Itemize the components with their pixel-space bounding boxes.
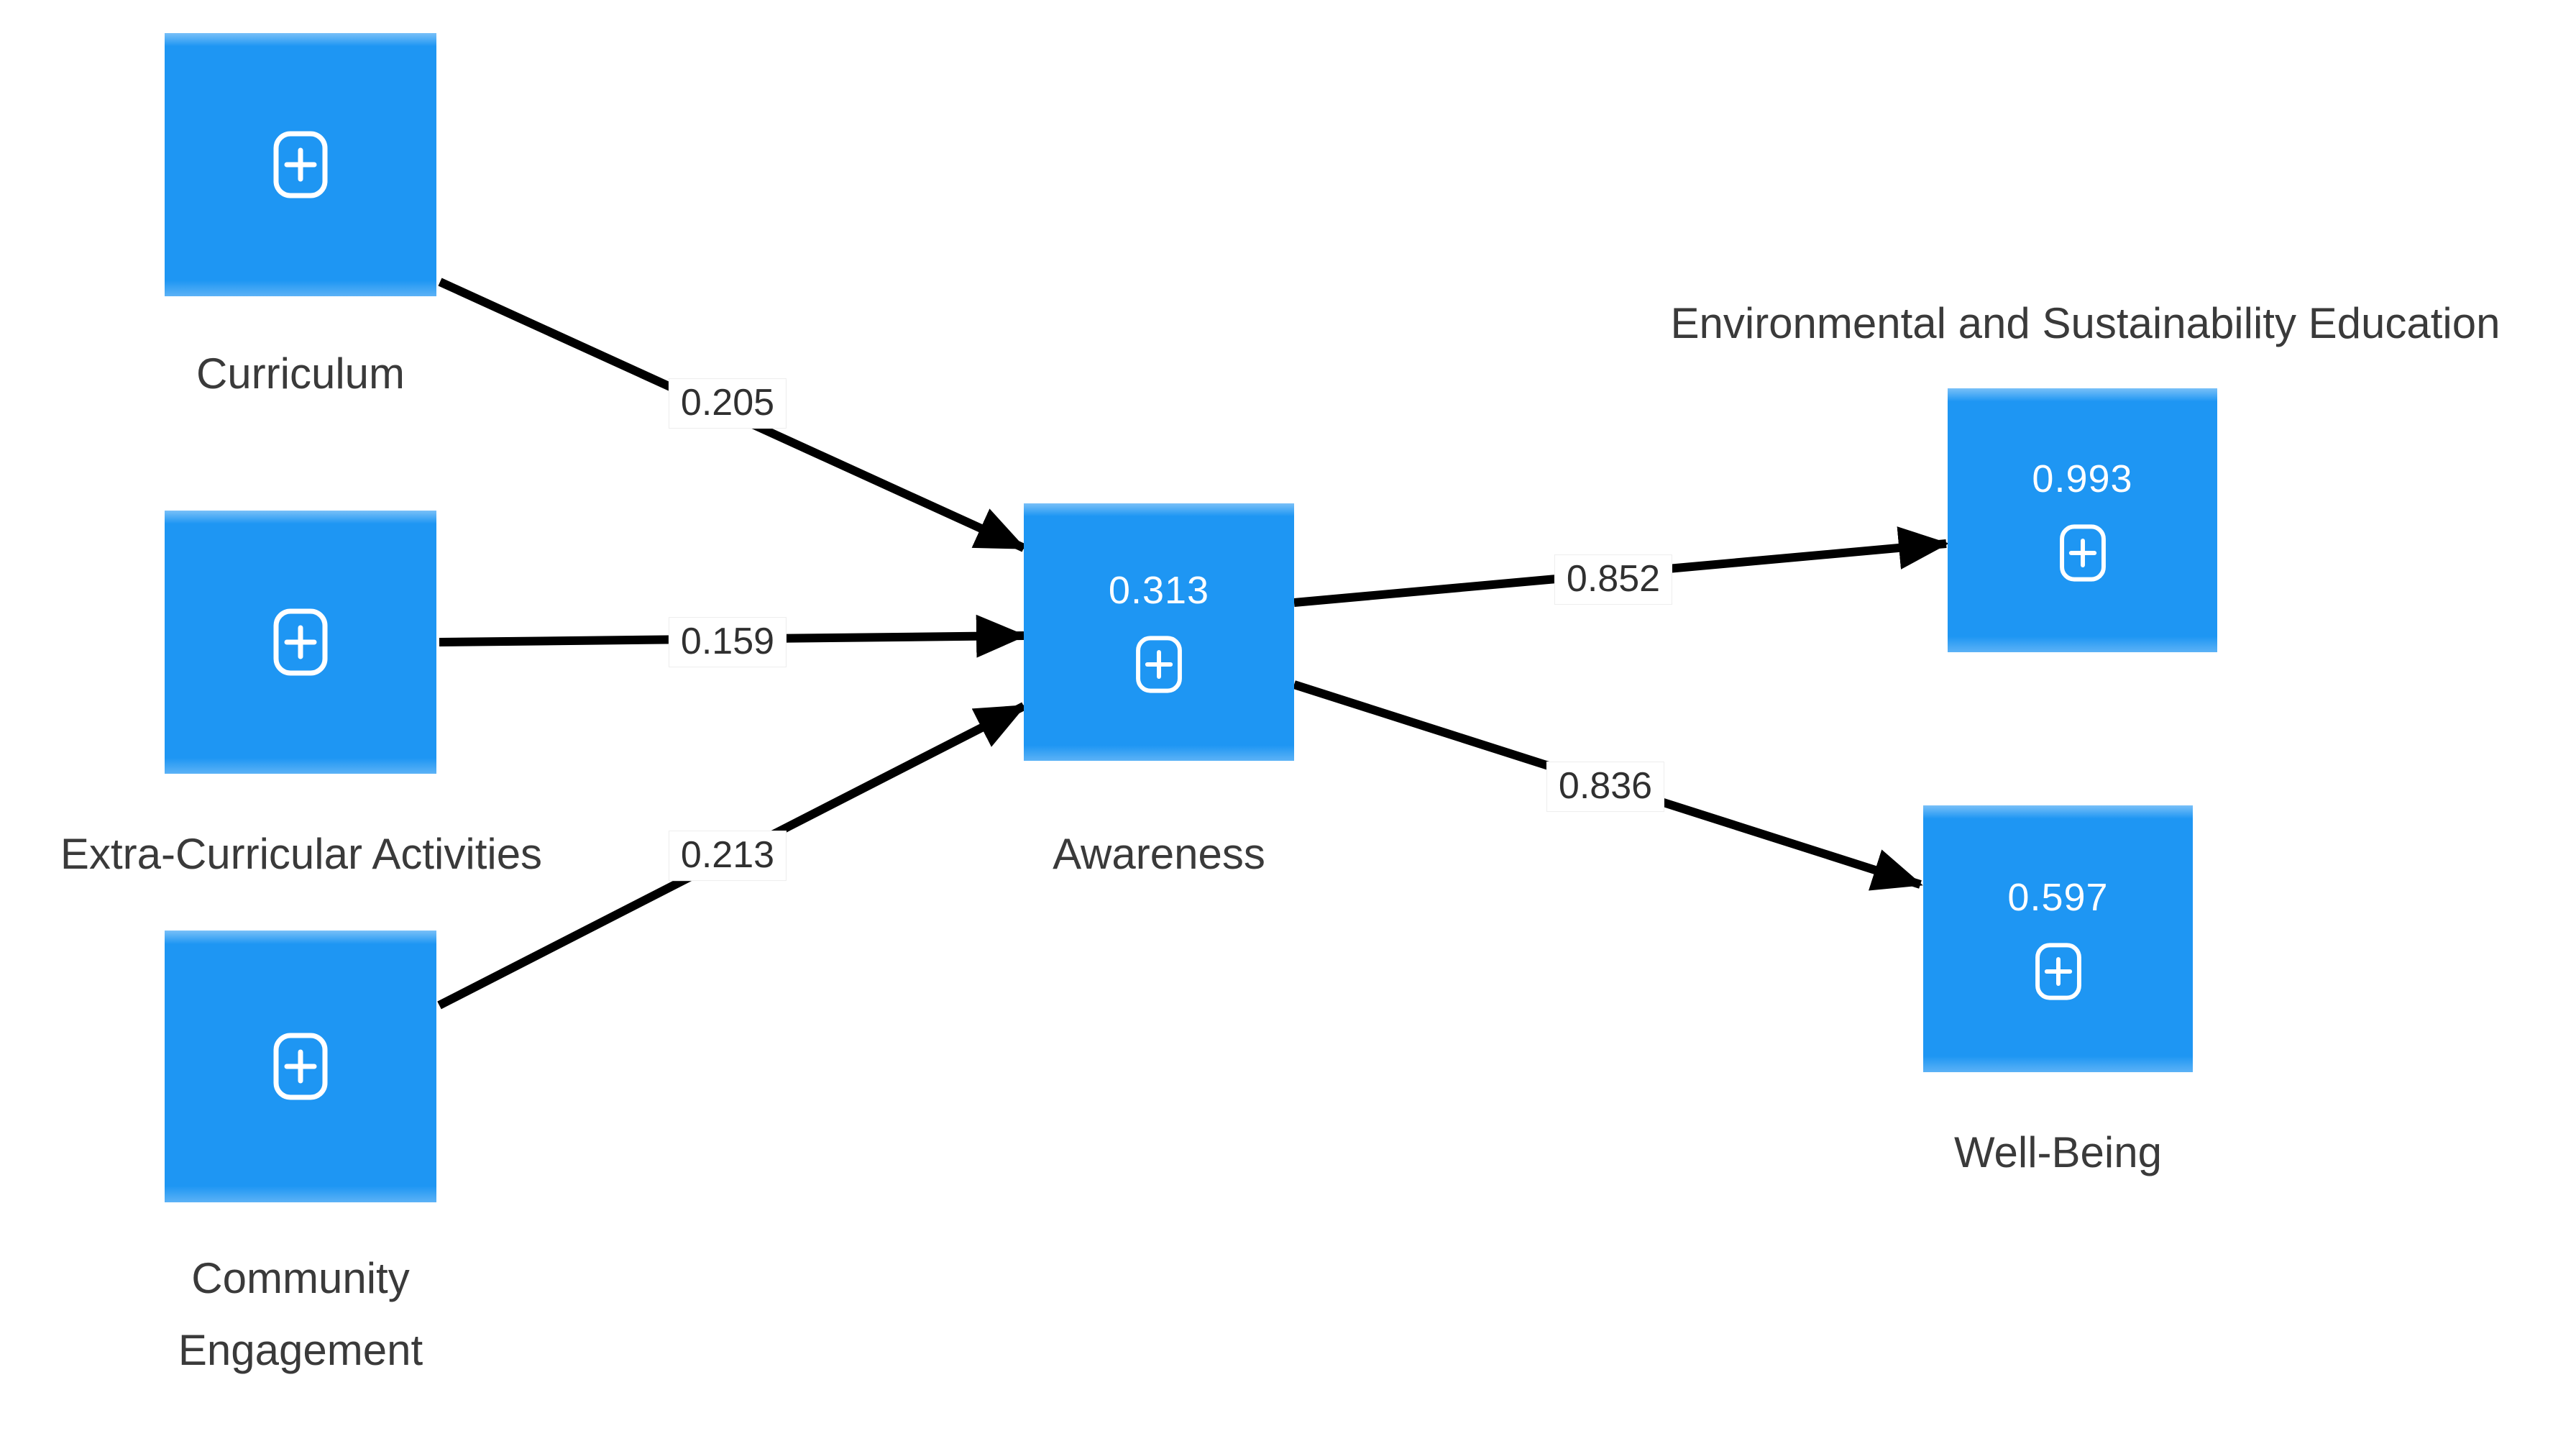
expand-plus-icon[interactable] (2058, 524, 2107, 582)
node-extra-curricular[interactable] (165, 511, 436, 774)
path-coefficient-community-awareness[interactable]: 0.213 (668, 831, 787, 881)
node-curriculum[interactable] (165, 33, 436, 296)
environmental-education-label: Environmental and Sustainability Educati… (1670, 299, 2501, 347)
node-well-being[interactable]: 0.597 (1923, 805, 2193, 1072)
path-coefficient-curriculum-awareness[interactable]: 0.205 (668, 378, 787, 429)
awareness-r-squared-value: 0.313 (1108, 569, 1210, 612)
well-being-label: Well-Being (1953, 1128, 2162, 1176)
node-community-engagement[interactable] (165, 931, 436, 1202)
expand-plus-icon[interactable] (273, 1033, 328, 1100)
extra-curricular-label: Extra-Curricular Activities (60, 830, 543, 878)
awareness-label: Awareness (1053, 830, 1265, 878)
community-engagement-label: Community Engagement (178, 1254, 423, 1375)
expand-plus-icon[interactable] (273, 608, 328, 676)
path-coefficient-awareness-wellbeing[interactable]: 0.836 (1546, 762, 1665, 812)
expand-plus-icon[interactable] (1135, 636, 1183, 693)
environmental-education-r-squared-value: 0.993 (2032, 457, 2133, 500)
curriculum-label: Curriculum (196, 349, 405, 398)
path-coefficient-extra-awareness[interactable]: 0.159 (668, 617, 787, 667)
expand-plus-icon[interactable] (273, 131, 328, 198)
path-coefficient-awareness-environmental[interactable]: 0.852 (1554, 554, 1673, 605)
well-being-r-squared-value: 0.597 (2007, 875, 2109, 919)
node-environmental-education[interactable]: 0.993 (1948, 388, 2217, 652)
node-awareness[interactable]: 0.313 (1024, 503, 1294, 761)
expand-plus-icon[interactable] (2034, 942, 2083, 1000)
